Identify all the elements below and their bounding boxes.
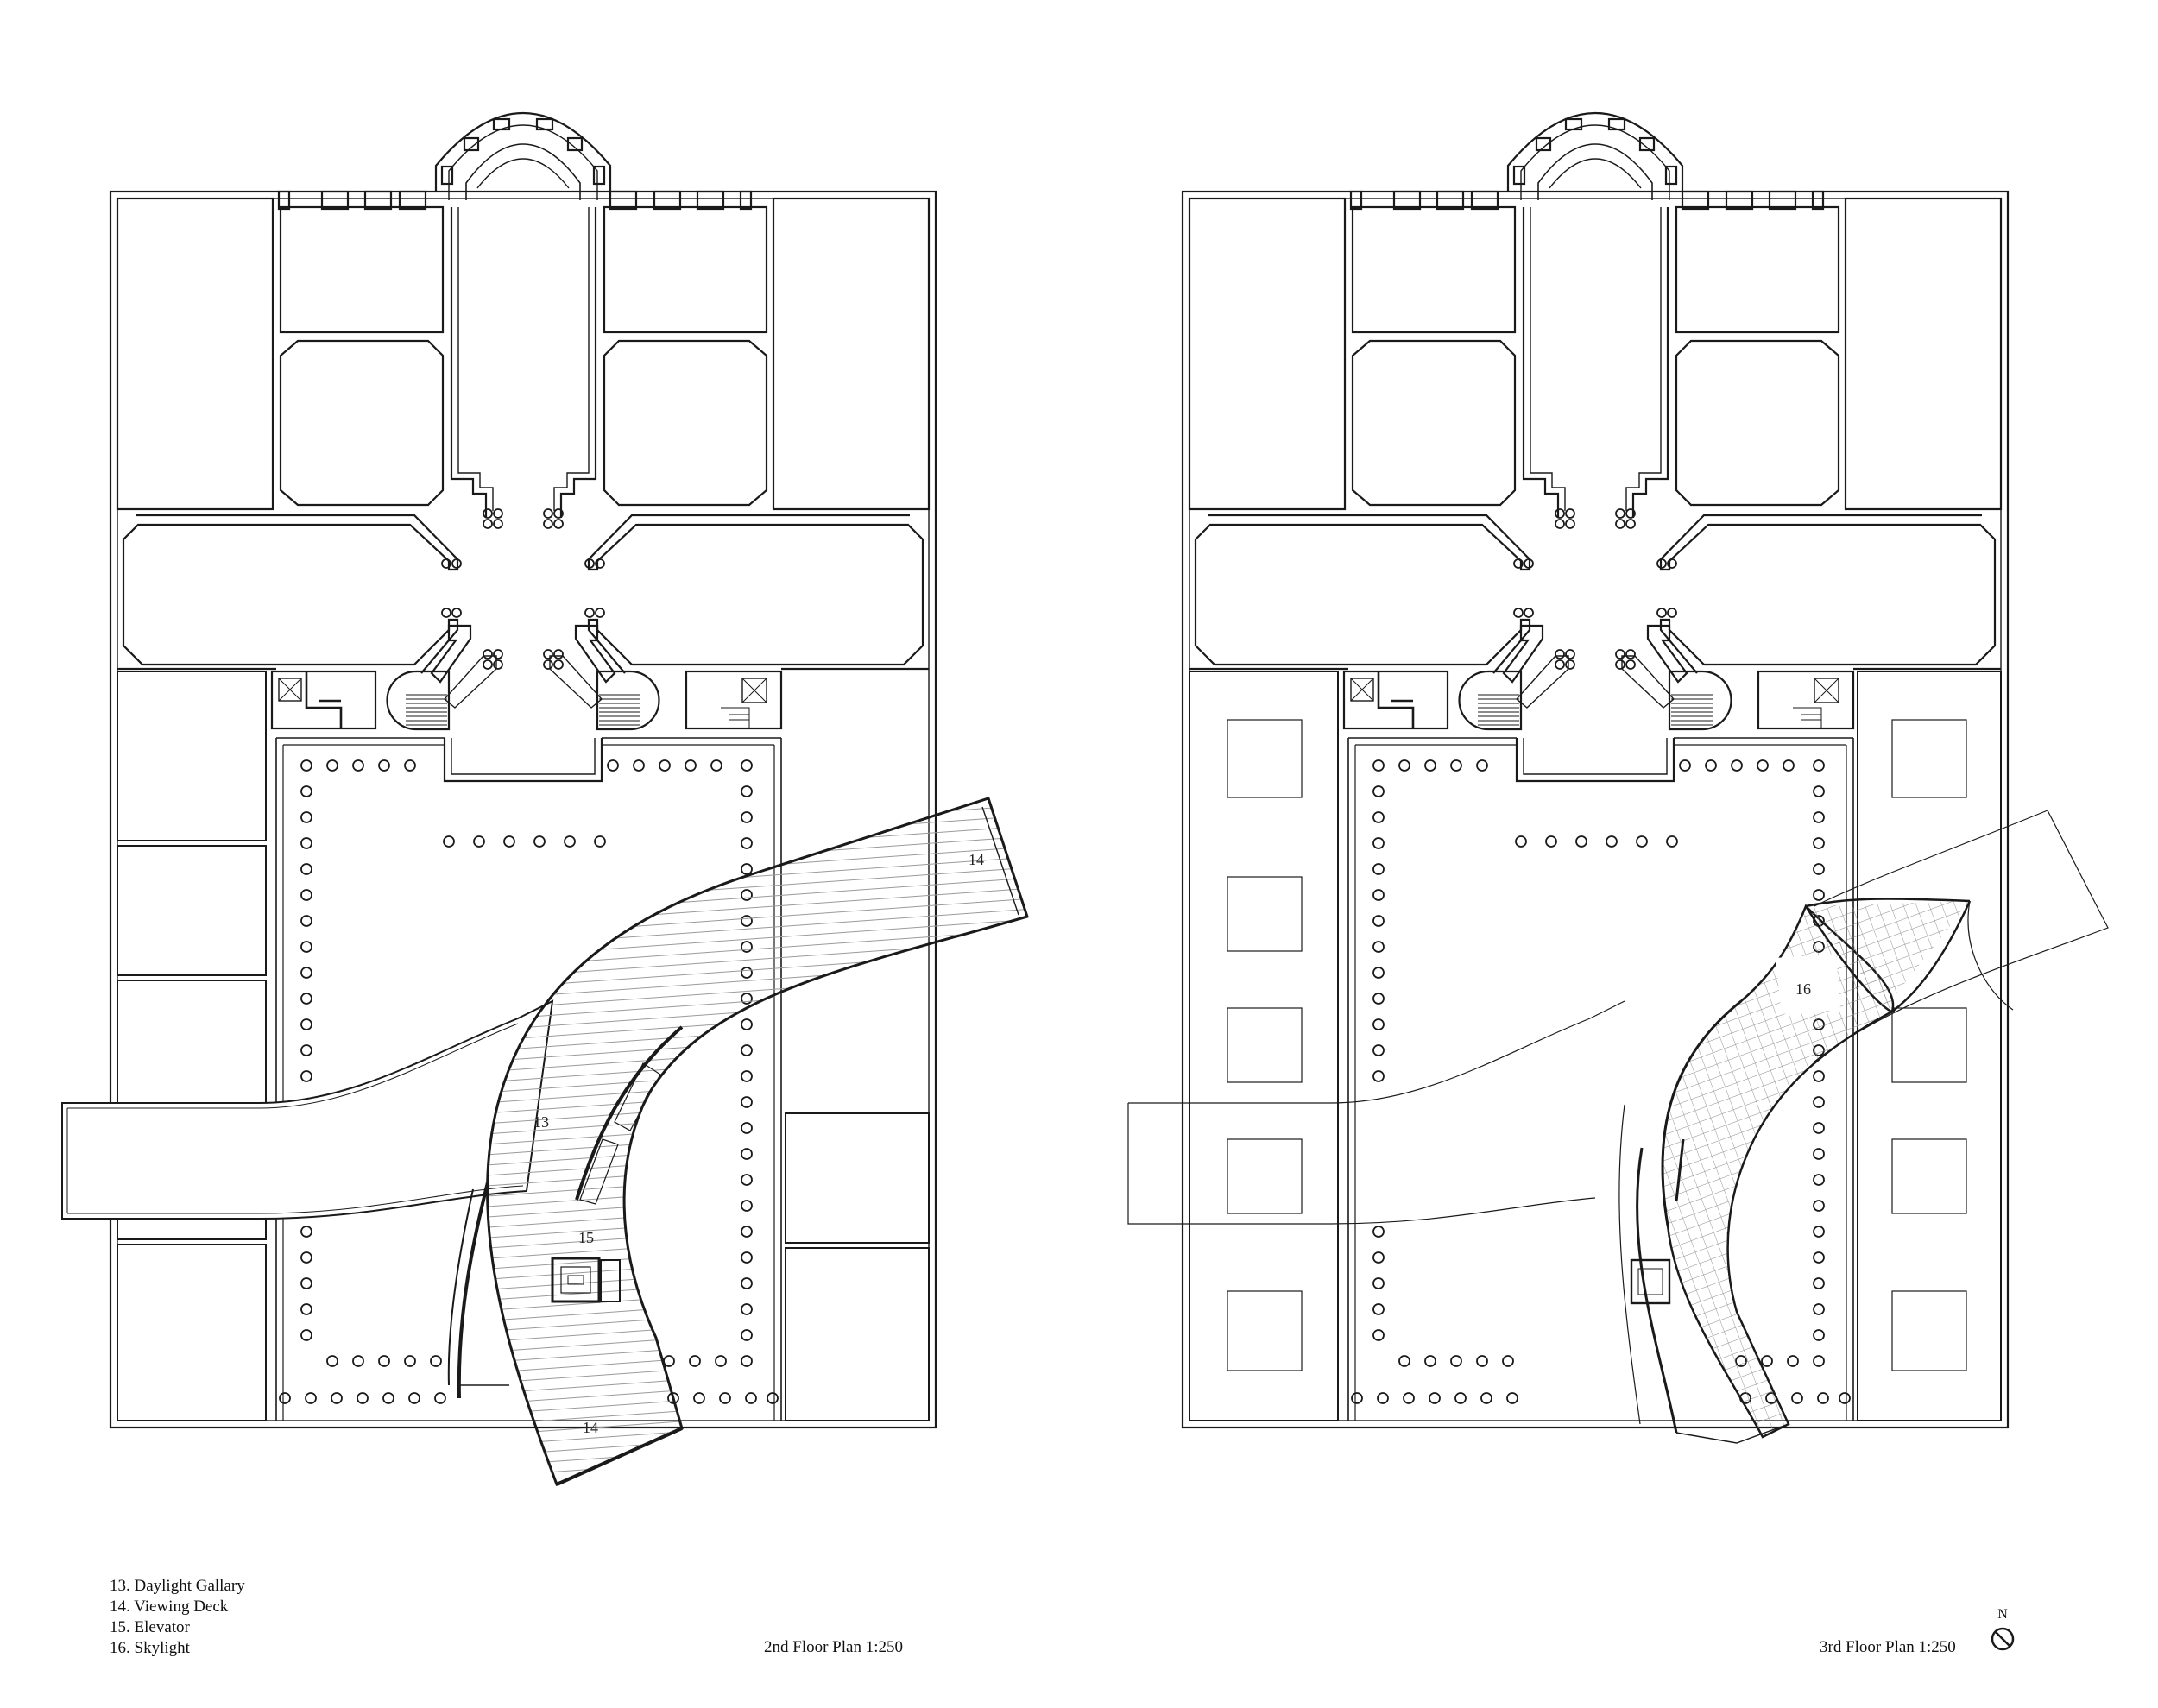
label-viewing-deck-south: 14 [583,1419,598,1436]
north-label: N [1997,1607,2008,1622]
north-arrow: N [1987,1607,2018,1652]
second-floor-plan-title: 2nd Floor Plan 1:250 [764,1638,903,1656]
legend-item: 13. Daylight Gallary [110,1577,245,1595]
legend-item: 15. Elevator [110,1618,190,1636]
third-floor-plan-title: 3rd Floor Plan 1:250 [1820,1638,1956,1656]
second-floor-plan: 13 14 14 15 [61,111,1029,1487]
daylight-gallery-deck [486,797,1029,1487]
label-viewing-deck-north: 14 [969,851,984,868]
legend-item: 16. Skylight [110,1639,190,1657]
label-daylight-gallery: 13 [533,1113,549,1131]
third-floor-plan: 16 [1127,111,2109,1444]
legend-item: 14. Viewing Deck [110,1598,229,1616]
bridge-walkway [61,999,554,1220]
legend: 13. Daylight Gallary 14. Viewing Deck 15… [110,1576,245,1659]
label-skylight: 16 [1795,980,1811,998]
north-arrow-icon [1991,1627,2015,1651]
label-elevator: 15 [578,1229,594,1246]
